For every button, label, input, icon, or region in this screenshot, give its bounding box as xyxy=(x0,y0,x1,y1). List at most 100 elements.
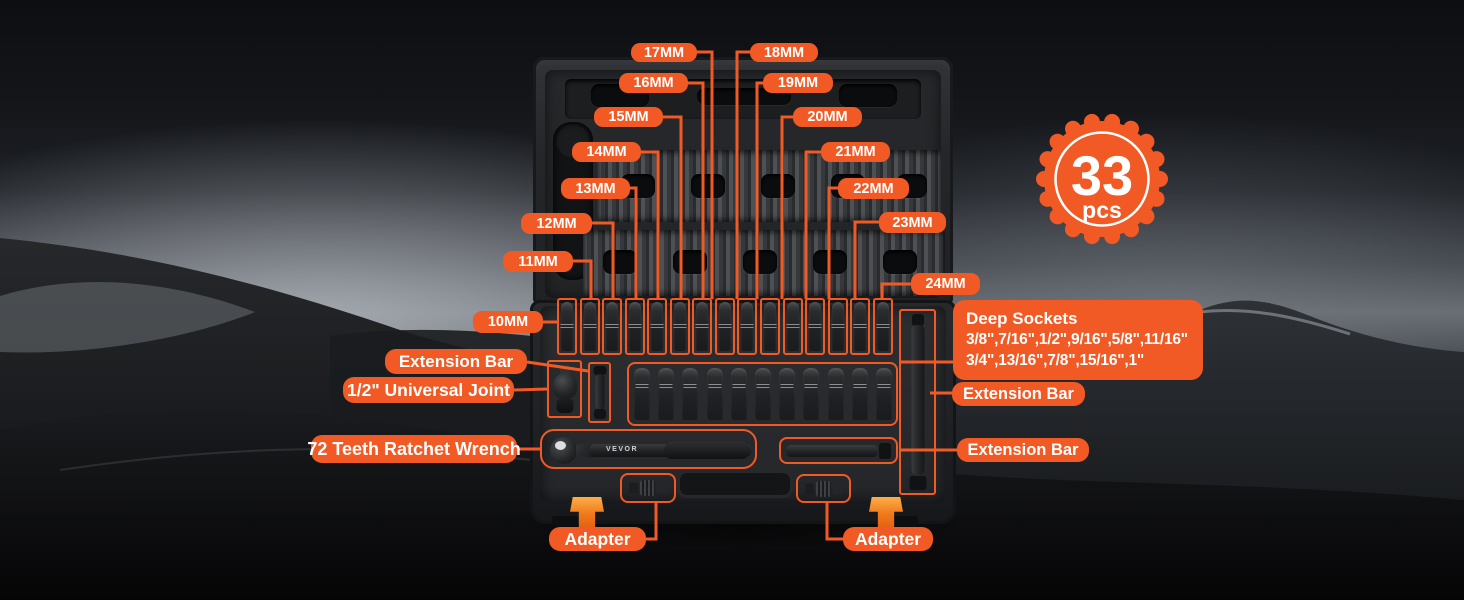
leader-12mm xyxy=(591,221,615,299)
lid-slot xyxy=(883,250,917,274)
universal-joint-outline xyxy=(547,360,582,418)
deep-socket-body xyxy=(695,302,709,351)
deep-socket-body xyxy=(605,302,619,351)
ratchet-head-highlight xyxy=(555,441,566,450)
socket-size-marking xyxy=(708,382,722,388)
deep-socket xyxy=(680,366,700,422)
callout-23mm: 23MM xyxy=(879,212,946,233)
deep-socket-body xyxy=(808,302,822,351)
callout-universal-joint: 1/2" Universal Joint xyxy=(343,377,514,403)
badge-count: 33 xyxy=(1071,144,1133,207)
socket-size-marking xyxy=(635,382,649,388)
socket-size-marking xyxy=(673,322,687,328)
callout-extension-bar-right-upper: Extension Bar xyxy=(952,382,1085,406)
deep-socket-body xyxy=(779,368,796,420)
deep-socket xyxy=(826,366,846,422)
leader-15mm xyxy=(662,115,683,299)
extension-bar-tip xyxy=(879,442,891,459)
callout-adapter-right: Adapter xyxy=(843,527,933,551)
socket-size-marking xyxy=(804,382,818,388)
callout-21mm: 21MM xyxy=(821,142,890,162)
deep-socket-body xyxy=(786,302,799,351)
adapter-knurl xyxy=(816,480,831,497)
deep-socket-body xyxy=(673,302,687,351)
leader-22mm xyxy=(827,186,839,299)
socket-size-marking xyxy=(763,322,777,328)
deep-socket-body xyxy=(682,368,699,420)
socket-size-marking xyxy=(683,382,697,388)
deep-socket xyxy=(801,366,821,422)
deep-socket-body xyxy=(583,302,597,351)
adapter-tip xyxy=(833,483,842,494)
deep-socket-body xyxy=(730,368,747,420)
deep-socket xyxy=(827,298,848,355)
leader-14mm xyxy=(640,150,660,299)
deep-socket-body xyxy=(853,302,867,351)
socket-size-marking xyxy=(831,322,845,328)
socket-size-marking xyxy=(853,322,867,328)
socket-size-marking xyxy=(853,382,867,388)
deep-socket xyxy=(872,298,893,355)
ratchet-grip xyxy=(664,442,750,459)
deep-socket xyxy=(737,298,758,355)
callout-13mm: 13MM xyxy=(561,178,630,199)
socket-size-marking xyxy=(605,322,619,328)
deep-socket xyxy=(656,366,676,422)
callout-24mm: 24MM xyxy=(911,273,980,295)
callout-14mm: 14MM xyxy=(572,142,641,162)
adapter-drive xyxy=(629,482,638,494)
socket-size-marking xyxy=(659,382,673,388)
leader-21mm xyxy=(804,150,822,299)
deep-socket-body xyxy=(718,302,732,351)
socket-size-marking xyxy=(718,322,732,328)
adapter-tip xyxy=(657,483,666,493)
callout-19mm: 19MM xyxy=(763,73,833,93)
leader-20mm xyxy=(780,115,794,299)
adapter-knurl xyxy=(640,480,655,496)
callout-20mm: 20MM xyxy=(793,107,862,127)
leader-23mm xyxy=(853,220,880,299)
adapter-left-outline xyxy=(620,473,676,503)
callout-11mm: 11MM xyxy=(503,251,573,272)
leader-19mm xyxy=(755,81,764,299)
socket-size-marking xyxy=(756,382,770,388)
socket-size-marking xyxy=(808,322,822,328)
deep-socket-body xyxy=(628,302,642,351)
deep-socket xyxy=(850,298,871,355)
socket-size-marking xyxy=(695,322,709,328)
socket-size-marking xyxy=(740,322,754,328)
deep-socket xyxy=(714,298,735,355)
callout-adapter-left: Adapter xyxy=(549,527,646,551)
deep-socket-body xyxy=(763,302,777,351)
extension-bar-short-outline xyxy=(588,362,611,423)
ratchet-wrench-outline: VEVOR xyxy=(540,429,757,469)
extension-bar-shaft xyxy=(595,374,604,410)
callout-ratchet-wrench: 72 Teeth Ratchet Wrench xyxy=(307,435,521,463)
callout-12mm: 12MM xyxy=(521,213,592,234)
ratchet-brand-text: VEVOR xyxy=(606,446,639,453)
deep-socket xyxy=(759,298,780,355)
lid-slot xyxy=(691,174,725,198)
deep-socket-body xyxy=(755,368,771,420)
socket-size-marking xyxy=(876,322,890,328)
leader-adapter-left xyxy=(646,503,658,541)
deep-socket xyxy=(753,366,773,422)
socket-size-marking xyxy=(732,382,746,388)
extension-bar-bottom-outline xyxy=(779,437,898,464)
callout-15mm: 15MM xyxy=(594,107,663,127)
callout-10mm: 10MM xyxy=(473,311,543,333)
socket-size-marking xyxy=(877,382,891,388)
adapter-right-outline xyxy=(796,474,851,503)
lid-slot xyxy=(743,250,777,274)
adapter-drive xyxy=(805,483,814,494)
leader-extension-bar-left xyxy=(526,360,589,373)
socket-size-marking xyxy=(780,382,794,388)
deep-socket xyxy=(729,366,749,422)
deep-socket-body xyxy=(876,368,892,420)
deep-socket xyxy=(557,298,577,355)
deep-socket-body xyxy=(851,368,868,420)
deep-sockets-sizes-line1: 3/8",7/16",1/2",9/16",5/8",11/16" xyxy=(966,331,1188,349)
socket-size-marking xyxy=(650,322,664,328)
leader-universal-joint xyxy=(513,387,549,392)
